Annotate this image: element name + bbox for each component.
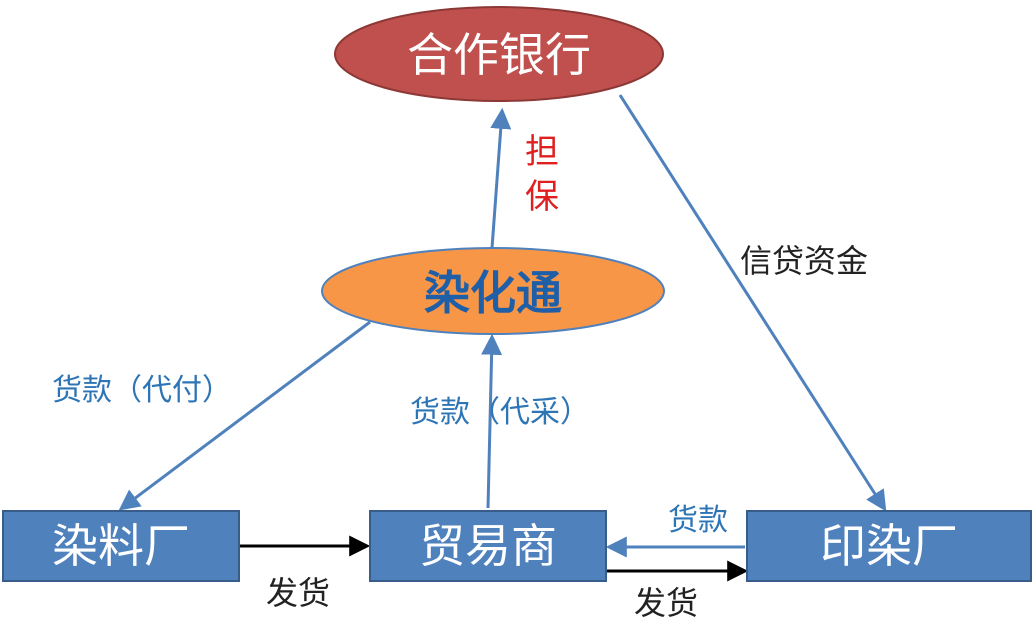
payment-procurement-label: 货款（代采） — [410, 395, 590, 430]
guarantee-label-1: 担 — [525, 132, 559, 172]
platform-label: 染化通 — [424, 266, 562, 320]
printing-factory-label: 印染厂 — [820, 519, 958, 573]
ship-label-1: 发货 — [266, 574, 330, 612]
arrow-trader-to-platform — [481, 333, 503, 509]
bank-label: 合作银行 — [407, 28, 591, 82]
bank-node — [334, 6, 664, 102]
payment-on-behalf-label: 货款（代付） — [52, 373, 232, 408]
credit-funds-label: 信贷资金 — [740, 242, 868, 280]
dye-factory-label: 染料厂 — [52, 519, 190, 573]
dye-factory-node — [2, 510, 240, 582]
arrow-bank-to-printing-factory — [618, 94, 887, 512]
payment-label: 货款 — [668, 503, 728, 538]
platform-node — [321, 247, 665, 335]
arrow-platform-to-dye-factory — [118, 320, 371, 511]
ship-label-2: 发货 — [634, 584, 698, 622]
printing-factory-node — [746, 510, 1032, 582]
trader-label: 贸易商 — [419, 519, 557, 573]
arrow-platform-to-bank — [490, 107, 512, 249]
trader-node — [369, 510, 607, 582]
guarantee-label-2: 保 — [525, 177, 559, 217]
